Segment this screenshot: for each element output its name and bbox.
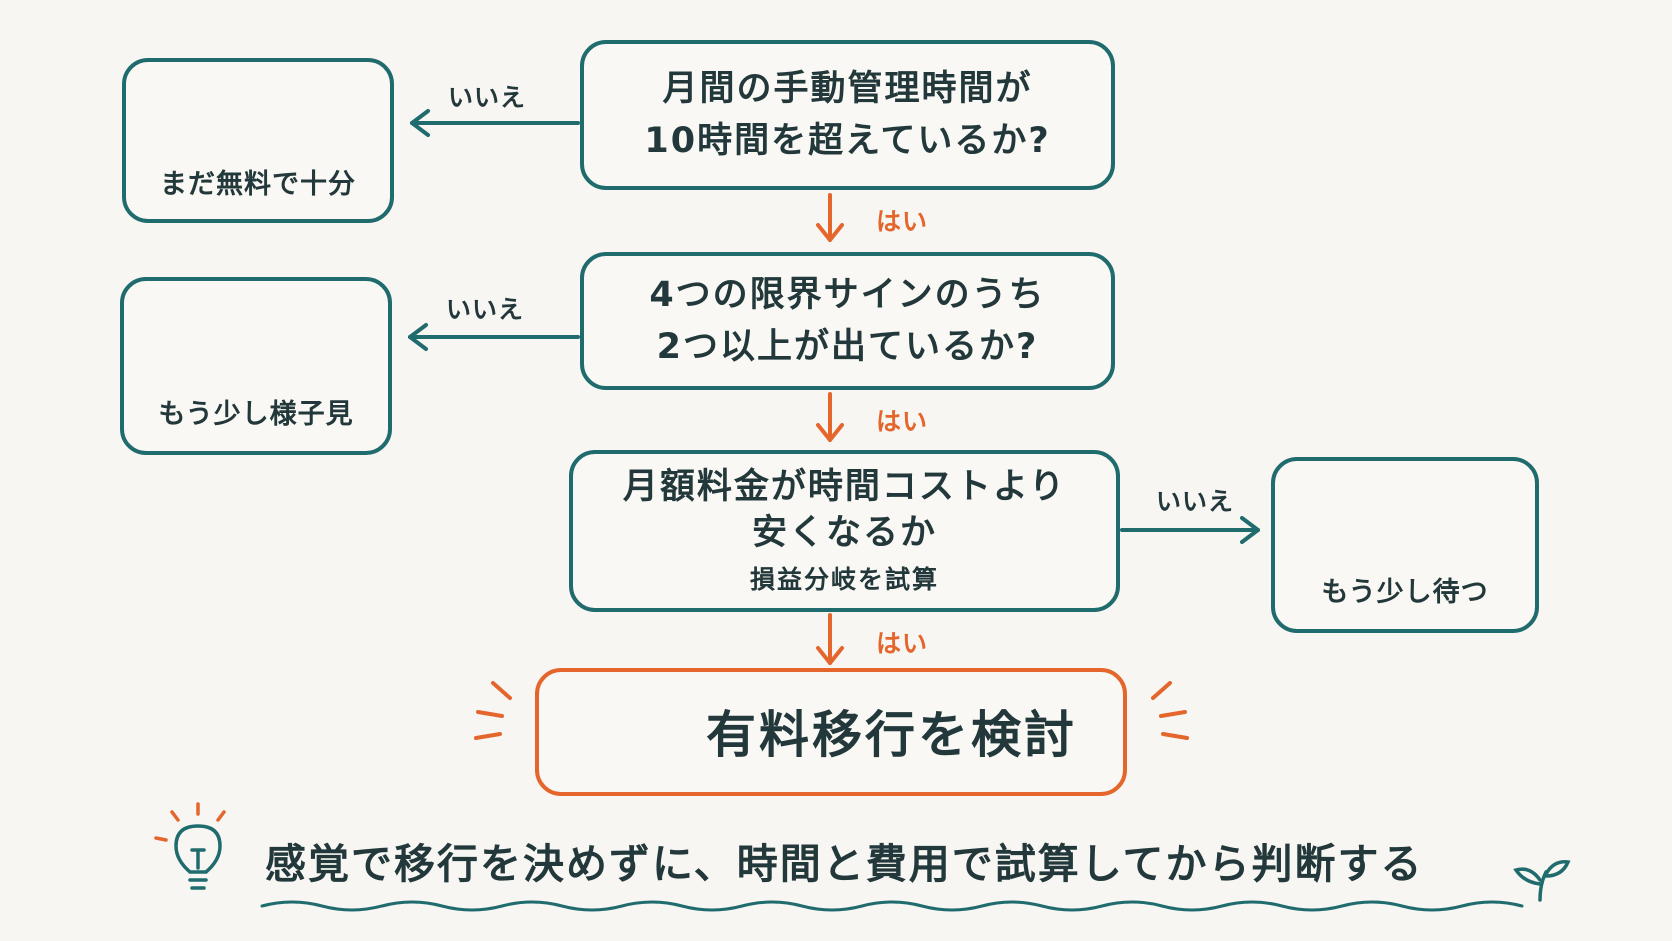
question-3-line-1: 月額料金が時間コストより xyxy=(622,467,1067,507)
outcome-free-enough-box: まだ無料で十分 xyxy=(122,58,394,223)
question-box-manual-hours: 月間の手動管理時間が 10時間を超えているか? xyxy=(580,40,1115,190)
question-1-line-2: 10時間を超えているか? xyxy=(644,121,1051,161)
footer-underline xyxy=(260,900,1524,912)
outcome-wait-little-box: もう少し待つ xyxy=(1271,457,1539,633)
question-3-line-2: 安くなるか xyxy=(751,513,937,553)
outcome-free-enough: まだ無料で十分 xyxy=(160,169,356,200)
final-decision-box xyxy=(535,668,1127,796)
footer-takeaway: 感覚で移行を決めずに、時間と費用で試算してから判断する xyxy=(265,840,1424,888)
outcome-wait-little: もう少し待つ xyxy=(1321,577,1489,608)
edge-label-yes-2: はい xyxy=(876,407,929,436)
question-2-line-2: 2つ以上が出ているか? xyxy=(656,327,1039,367)
final-burst-marks xyxy=(474,681,1189,740)
edge-label-yes-1: はい xyxy=(876,207,929,236)
question-3-subtext: 損益分岐を試算 xyxy=(749,565,939,594)
edge-label-yes-3: はい xyxy=(876,629,929,658)
edge-label-no-3: いいえ xyxy=(1156,487,1235,516)
question-box-monthly-fee: 月額料金が時間コストより 安くなるか 損益分岐を試算 xyxy=(569,450,1120,612)
edge-label-no-2: いいえ xyxy=(446,295,525,324)
question-box-limit-signs: 4つの限界サインのうち 2つ以上が出ているか? xyxy=(580,252,1115,390)
lightbulb-rays xyxy=(154,802,226,842)
lightbulb-icon xyxy=(174,824,222,890)
question-1-line-1: 月間の手動管理時間が xyxy=(662,69,1033,109)
edge-label-no-1: いいえ xyxy=(448,83,527,112)
question-2-line-1: 4つの限界サインのうち xyxy=(649,275,1046,315)
final-decision-label: 有料移行を検討 xyxy=(706,706,1077,764)
sprout-icon xyxy=(1513,860,1571,902)
outcome-wait-and-see: もう少し様子見 xyxy=(158,399,354,430)
outcome-wait-and-see-box: もう少し様子見 xyxy=(120,277,392,455)
